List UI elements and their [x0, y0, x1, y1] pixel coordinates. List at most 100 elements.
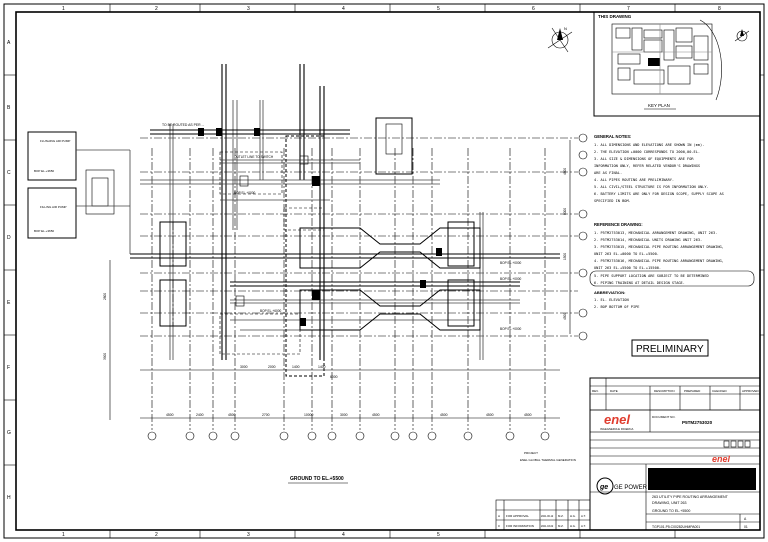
right-dim-2: 8000	[563, 208, 567, 215]
reference-6: UNIT 263 EL.+5500 TO EL.+15500.	[594, 266, 661, 270]
rev-row-2-desc: FOR INFORMATION	[506, 524, 534, 528]
dim-b-2: 2400	[196, 413, 204, 417]
label-right-b: BOP EL.+0000	[500, 277, 522, 281]
label-mid-a: OUTLET LINE TO SWITCH	[234, 155, 274, 159]
border-col-5-bottom: 5	[437, 532, 440, 538]
doc-no-value: P5TM2753020	[682, 420, 713, 425]
general-note-1: 1. ALL DIMENSIONS AND ELEVATIONS ARE SHO…	[594, 143, 704, 147]
rev-row-2-chk: H.G.	[570, 524, 576, 528]
plan-caption: GROUND TO EL.+5500	[290, 476, 344, 482]
general-note-2: 2. THE ELEVATION +0000 CORRESPONDS TO 20…	[594, 150, 700, 154]
key-plan-caption: KEY PLAN	[648, 103, 670, 108]
rev-head-checked: CHECKED	[712, 389, 728, 393]
general-note-3: 3. ALL SIZE & DIMENSIONS OF EQUIPMENTS A…	[594, 157, 694, 161]
label-top-left: TO BE ROUTED AS PER ...	[162, 123, 204, 127]
general-note-4: INFORMATION ONLY, REFER RELATED VENDOR'S…	[594, 164, 700, 168]
doc-no-label: DOCUMENT NO.	[652, 415, 676, 419]
label-right-c: BOP EL.+0000	[500, 327, 522, 331]
enel-logo: enel	[604, 412, 630, 427]
reference-5: 4. P5TM2753016, MECHANICAL PIPE ROUTING …	[594, 259, 724, 263]
key-plan-north-icon	[734, 29, 750, 42]
dim-b-3: 4500	[228, 413, 236, 417]
border-row-e: E	[7, 300, 11, 306]
grid-bubbles-bottom	[147, 431, 550, 441]
border-col-4-bottom: 4	[342, 532, 345, 538]
rev-head-date: DATE	[610, 389, 618, 393]
dim-b-8: 4500	[440, 413, 448, 417]
enel-subtitle: INGEGNERIA E RICERCA	[600, 427, 634, 431]
rev-row-1-app: A.T.	[581, 514, 586, 518]
border-row-h: H	[7, 495, 11, 501]
left-dim-1: 2800	[103, 293, 107, 300]
drawing-number: TGP101.P5.C00282UHMPA001	[652, 525, 700, 529]
border-row-b: B	[7, 105, 11, 111]
reference-drawings: REFERENCE DRAWING: 1. P5TM2753013, MECHA…	[589, 222, 755, 309]
horizontal-pipes	[130, 129, 560, 331]
rev-head-rev: REV.	[592, 389, 599, 393]
dim-b-5: 10000	[304, 413, 314, 417]
rev-row-2-by: M.Z.	[558, 524, 564, 528]
inner-frame	[15, 11, 761, 531]
valve-symbols	[198, 128, 442, 326]
equipment-vessels	[159, 117, 481, 377]
title-block: REV. DATE DESCRIPTION PREPARED CHECKED A…	[520, 377, 761, 531]
dim-m-4: 1400	[318, 365, 326, 369]
label-mid-c: BOP EL.+6000	[260, 309, 282, 313]
label-right-a: BOP EL.+0000	[500, 261, 522, 265]
dim-b-10: 4500	[524, 413, 532, 417]
border-row-a: A	[7, 40, 11, 46]
general-note-8: 6. BATTERY LIMITS ARE ONLY FOR DESIGN SC…	[594, 192, 724, 196]
rev-row-2-rev: 0	[498, 524, 500, 528]
title-rev: A	[744, 517, 747, 521]
border-col-7: 7	[627, 6, 630, 12]
left-label-a: FLUSHING AIR PUMP	[40, 139, 70, 143]
grid-bubbles-right: 4800 8000 1500 4500	[563, 133, 588, 341]
plan-drawing: 4800 8000 1500 4500 4500 2400 4500 2700 …	[27, 64, 588, 484]
reference-7: 5. PIPE SUPPORT LOCATION ARE SUBJECT TO …	[594, 274, 709, 278]
north-arrow-icon: N	[547, 26, 573, 53]
general-note-6: 4. ALL PIPES ROUTING ARE PRELIMINARY.	[594, 178, 674, 182]
border-col-6: 6	[532, 6, 535, 12]
rev-row-2-app: A.T.	[581, 524, 586, 528]
title-line-2: DRAWING, UNIT 263	[652, 501, 687, 505]
dim-b-1: 4500	[166, 413, 174, 417]
reference-1: 1. P5TM2753013, MECHANICAL ARRANGEMENT D…	[594, 231, 717, 235]
reference-3: 3. P5TM2753015, MECHANICAL PIPE ROUTING …	[594, 245, 724, 249]
revision-table: A FOR APPROVAL 2021-06-12 M.Z. H.G. A.T.…	[495, 499, 591, 531]
border-row-c: C	[7, 170, 11, 176]
grid-lines-vertical	[151, 148, 546, 430]
rev-head-prepared: PREPARED	[684, 389, 701, 393]
left-label-b: BOP EL.+3650	[34, 169, 54, 173]
reference-8: 6. PIPING TRAINING AT DETAIL DESIGN STAG…	[594, 281, 685, 285]
border-row-d: D	[7, 235, 11, 241]
rev-head-approved: APPROVED	[742, 389, 760, 393]
rev-row-1-desc: FOR APPROVAL	[506, 514, 529, 518]
border-col-4: 4	[342, 6, 345, 12]
title-line-3: GROUND TO EL.+5500	[652, 509, 690, 513]
svg-text:ge: ge	[599, 484, 608, 491]
border-col-8: 8	[718, 6, 721, 12]
preliminary-text: PRELIMINARY	[636, 344, 704, 355]
rev-row-1-rev: A	[498, 514, 500, 518]
border-column-markers: 1 2 3 4 5 6 7 8 1 2 3 4 5	[62, 4, 721, 538]
reference-4: UNIT 263 EL.+0000 TO EL.+5500.	[594, 252, 659, 256]
border-col-1-bottom: 1	[62, 532, 65, 538]
reference-2: 2. P5TM2753014, MECHANICAL UNITS DRAWING…	[594, 238, 702, 242]
label-mid-b: BOP EL.+0000	[234, 191, 256, 195]
general-notes: GENERAL NOTES: 1. ALL DIMENSIONS AND ELE…	[594, 134, 724, 203]
svg-text:N: N	[564, 26, 567, 31]
dim-m-5: 6000	[330, 375, 338, 379]
project-value: ENEL GLOBAL THERMAL GENERATION	[520, 458, 576, 462]
dim-b-9: 4500	[486, 413, 494, 417]
general-note-9: SPECIFIED IN BOM.	[594, 199, 631, 203]
title-line-1: 263 UTILITY PIPE ROUTING ARRANGEMENT	[652, 495, 729, 499]
general-notes-title: GENERAL NOTES:	[594, 134, 631, 139]
ge-power-text: GE POWER	[614, 485, 648, 491]
right-dim-1: 4800	[563, 168, 567, 175]
border-col-2-bottom: 2	[155, 532, 158, 538]
dim-b-4: 2700	[262, 413, 270, 417]
enel-logo-small: enel	[712, 454, 731, 464]
border-row-f: F	[7, 365, 10, 371]
right-dim-3: 1500	[563, 253, 567, 260]
project-label: PROJECT	[524, 451, 538, 455]
